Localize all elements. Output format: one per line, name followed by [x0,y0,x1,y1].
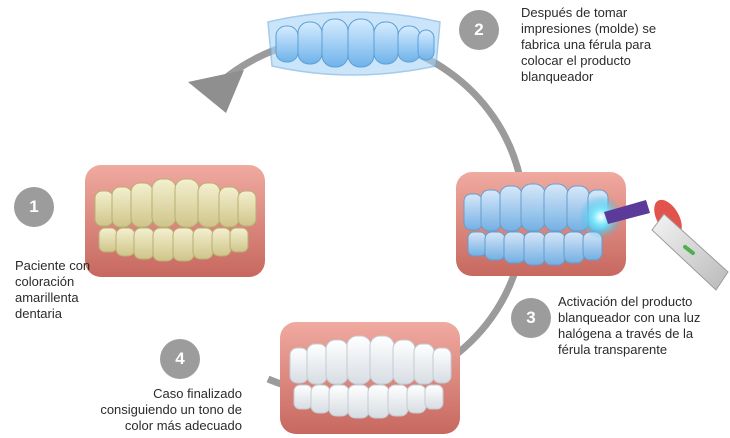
step-2-description: Después de tomar impresiones (molde) se … [521,5,656,85]
cycle-arrowhead-icon [188,70,244,113]
yellow-teeth-image [85,165,265,277]
step-2-line: impresiones (molde) se [521,21,656,37]
step-2-line: fabrica una férula para [521,37,656,53]
light-activation-image [456,172,728,290]
step-4-line: Caso finalizado [92,386,242,402]
step-4-description: Caso finalizado consiguiendo un tono de … [92,386,242,434]
step-4-line: consiguiendo un tono de [92,402,242,418]
step-1-line: Paciente con [15,258,90,274]
step-1-description: Paciente con coloración amarillenta dent… [15,258,90,322]
step-3-line: Activación del producto [558,294,700,310]
step-3-line: férula transparente [558,342,700,358]
step-1-line: coloración [15,274,90,290]
step-2-badge: 2 [459,10,499,50]
step-3-line: blanqueador con una luz [558,310,700,326]
step-3-badge: 3 [511,298,551,338]
step-1-line: dentaria [15,306,90,322]
step-4-badge: 4 [160,339,200,379]
step-4-line: color más adecuado [92,418,242,434]
step-1-badge: 1 [14,187,54,227]
whitening-tray-image [268,12,440,75]
step-3-line: halógena a través de la [558,326,700,342]
step-2-line: Después de tomar [521,5,656,21]
step-1-line: amarillenta [15,290,90,306]
step-2-line: colocar el producto [521,53,656,69]
white-teeth-image [280,322,460,434]
step-3-description: Activación del producto blanqueador con … [558,294,700,358]
step-2-line: blanqueador [521,69,656,85]
